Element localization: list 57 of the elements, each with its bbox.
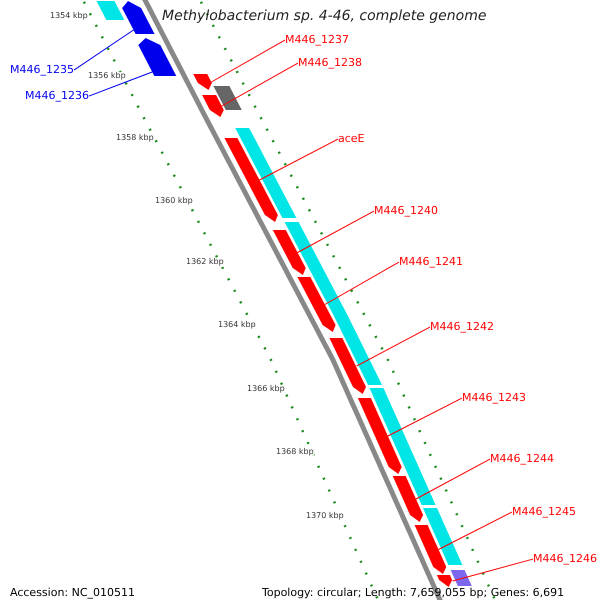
leader-line [356,326,430,366]
accession-note: Accession: NC_010511 [10,587,136,600]
gene-bar [333,315,382,385]
leader-line [297,210,374,253]
tick-label: 1362 kbp [186,258,224,267]
gene-bar [213,86,242,110]
map-title: Methylobacterium sp. 4-46, complete genome [162,9,486,24]
leader-line [259,138,338,180]
gene-bar [436,575,452,587]
gene-label: M446_1238 [298,57,362,70]
leader-line [221,62,298,106]
leader-line [324,262,400,305]
leader-line [210,40,286,82]
gene-label: M446_1237 [285,34,349,46]
tick-label: 1366 kbp [247,385,285,394]
gene-bar [138,38,176,76]
gene-bar [235,128,296,218]
gene-bar [402,460,436,505]
leader-line [415,458,490,500]
gene-bar [423,508,462,565]
gene-label: M446_1235 [10,64,74,76]
tick-label: 1368 kbp [276,448,314,457]
gene-label: M446_1245 [512,506,576,518]
gene-bar [224,138,278,222]
leader-line [73,30,134,71]
tick-label: 1354 kbp [50,12,88,21]
gene-bar [370,388,416,460]
gene-label: M446_1244 [490,453,554,466]
tick-label: 1360 kbp [155,197,193,206]
genome-stats-note: Topology: circular; Length: 7,659,055 bp; Genes: 6,691 [262,587,564,600]
gene-bar [358,398,402,474]
gene-bar [329,338,366,394]
gene-bar [284,222,348,315]
gene-bar [202,95,224,117]
gene-label: M446_1236 [25,90,89,102]
gene-bar [96,1,124,20]
tick-label: 1370 kbp [306,512,344,521]
leader-line [452,558,534,582]
leader-line [438,512,512,550]
gene-bar [272,230,306,275]
gene-bar [392,476,424,522]
gene-label: M446_1240 [374,205,438,218]
gene-label: M446_1246 [533,553,597,566]
tick-label: 1356 kbp [88,72,126,81]
gene-bar [297,277,336,332]
leader-line [88,72,153,97]
gene-label: M446_1243 [462,392,526,404]
gene-label: aceE [338,133,365,146]
gene-bar [122,1,155,34]
leader-line [387,398,462,436]
gene-bar [414,525,446,574]
gene-bar [193,74,212,90]
gene-bar [450,570,472,586]
gene-label: M446_1242 [430,321,494,334]
tick-label: 1364 kbp [218,321,256,330]
gene-label: M446_1241 [399,256,463,268]
tick-label: 1358 kbp [116,134,154,143]
